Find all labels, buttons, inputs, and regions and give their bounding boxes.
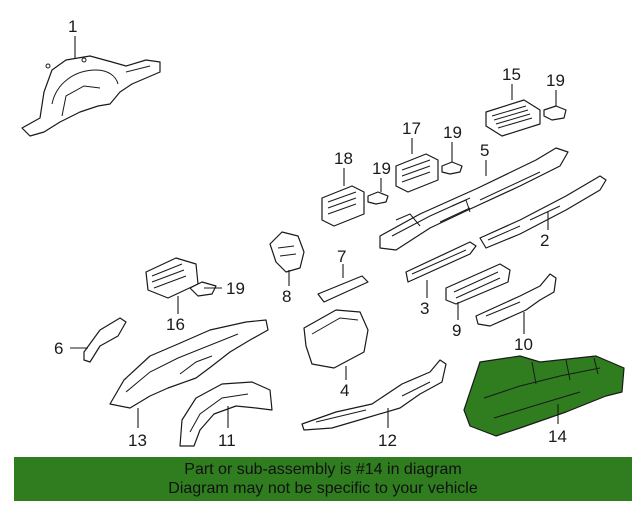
callout-17: 17 xyxy=(402,119,421,138)
callout-10: 10 xyxy=(514,335,533,354)
part-5-upper-dash[interactable] xyxy=(379,147,569,251)
part-3-trim-strip[interactable] xyxy=(405,241,477,283)
part-8-bracket[interactable] xyxy=(269,231,305,273)
part-13-lower-frame[interactable] xyxy=(109,319,269,409)
callout-12: 12 xyxy=(378,431,397,450)
callout-labels: 1 2 3 4 5 6 7 8 9 10 11 12 13 14 15 16 1… xyxy=(54,17,567,450)
callout-2: 2 xyxy=(540,231,549,250)
part-19-clip-a[interactable] xyxy=(543,105,567,121)
part-19-clip-b[interactable] xyxy=(441,161,463,175)
callout-5: 5 xyxy=(480,141,489,160)
parts-diagram: 1 2 3 4 5 6 7 8 9 10 11 12 13 14 15 16 1… xyxy=(21,17,625,450)
part-10-handle-trim[interactable] xyxy=(475,273,557,327)
callout-9: 9 xyxy=(452,321,461,340)
part-15-vent[interactable] xyxy=(485,99,541,137)
callout-6: 6 xyxy=(54,339,63,358)
part-2-dash-trim[interactable] xyxy=(479,175,607,249)
callout-16: 16 xyxy=(166,315,185,334)
leader-lines xyxy=(70,36,559,428)
part-11-knee-bolster[interactable] xyxy=(179,381,273,447)
part-4-glovebox[interactable] xyxy=(303,309,369,369)
part-7-strip[interactable] xyxy=(317,275,369,303)
callout-19-d: 19 xyxy=(226,279,245,298)
callout-19-b: 19 xyxy=(443,123,462,142)
callout-3: 3 xyxy=(420,299,429,318)
callout-13: 13 xyxy=(128,431,147,450)
callout-19-a: 19 xyxy=(546,71,565,90)
part-19-clip-c[interactable] xyxy=(367,191,389,205)
part-12-lower-trim[interactable] xyxy=(301,359,447,431)
part-17-vent[interactable] xyxy=(395,153,439,193)
notice-banner: Part or sub-assembly is #14 in diagram D… xyxy=(14,457,632,501)
banner-line-2: Diagram may not be specific to your vehi… xyxy=(168,480,478,497)
callout-11: 11 xyxy=(218,431,236,450)
callout-4: 4 xyxy=(340,381,349,400)
callout-14: 14 xyxy=(548,427,567,446)
callout-1: 1 xyxy=(68,17,77,36)
part-14-highlighted-panel[interactable] xyxy=(463,355,625,437)
part-16-vent[interactable] xyxy=(145,257,199,299)
callout-7: 7 xyxy=(337,247,346,266)
part-18-vent[interactable] xyxy=(321,185,365,227)
callout-8: 8 xyxy=(282,287,291,306)
callout-18: 18 xyxy=(334,149,353,168)
part-6-trim[interactable] xyxy=(83,317,127,363)
banner-line-1: Part or sub-assembly is #14 in diagram xyxy=(184,461,462,478)
callout-15: 15 xyxy=(502,65,521,84)
diagram-canvas: 1 2 3 4 5 6 7 8 9 10 11 12 13 14 15 16 1… xyxy=(21,17,625,450)
part-9-switch-bezel[interactable] xyxy=(445,263,511,305)
callout-19-c: 19 xyxy=(372,159,391,178)
part-1-cluster-housing[interactable] xyxy=(21,55,161,137)
part-19-clip-d[interactable] xyxy=(189,281,217,297)
